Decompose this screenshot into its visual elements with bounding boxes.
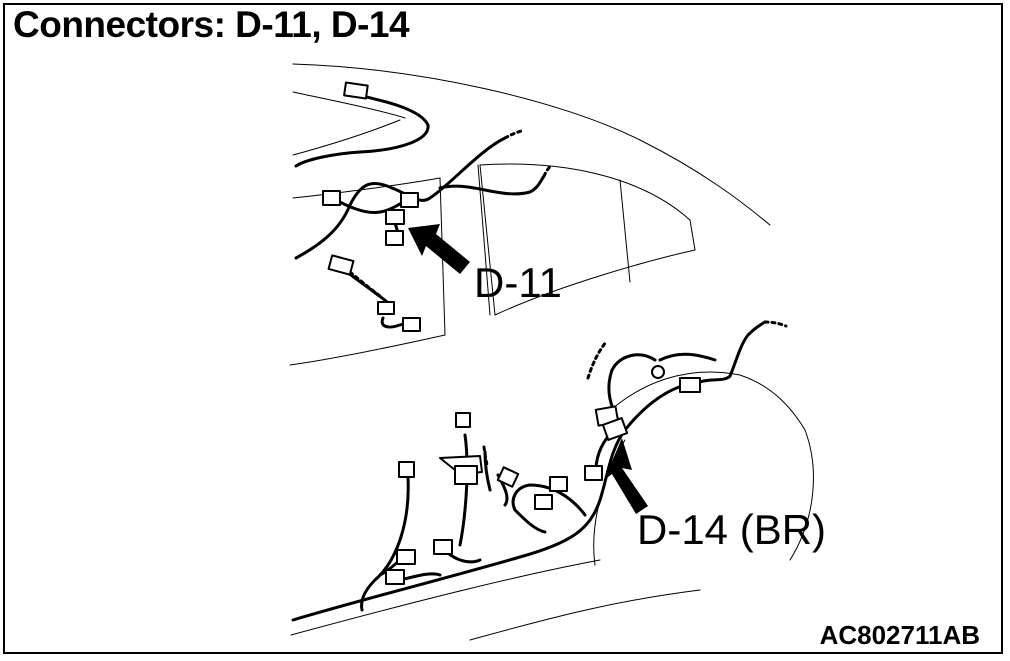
diagram-frame	[3, 3, 1003, 654]
d14-arrow	[604, 438, 648, 514]
figure-code: AC802711AB	[819, 620, 980, 650]
d14-label: D-14 (BR)	[637, 506, 827, 553]
upper-connectors	[322, 81, 421, 332]
upper-harness-dashes	[348, 128, 554, 298]
lower-connectors	[385, 365, 701, 585]
d11-label: D-11	[474, 259, 562, 306]
diagram-title: Connectors: D-11, D-14	[13, 4, 410, 45]
upper-car-outline	[289, 63, 771, 366]
d11-arrow	[408, 224, 470, 274]
lower-harness-dashes	[482, 320, 788, 467]
